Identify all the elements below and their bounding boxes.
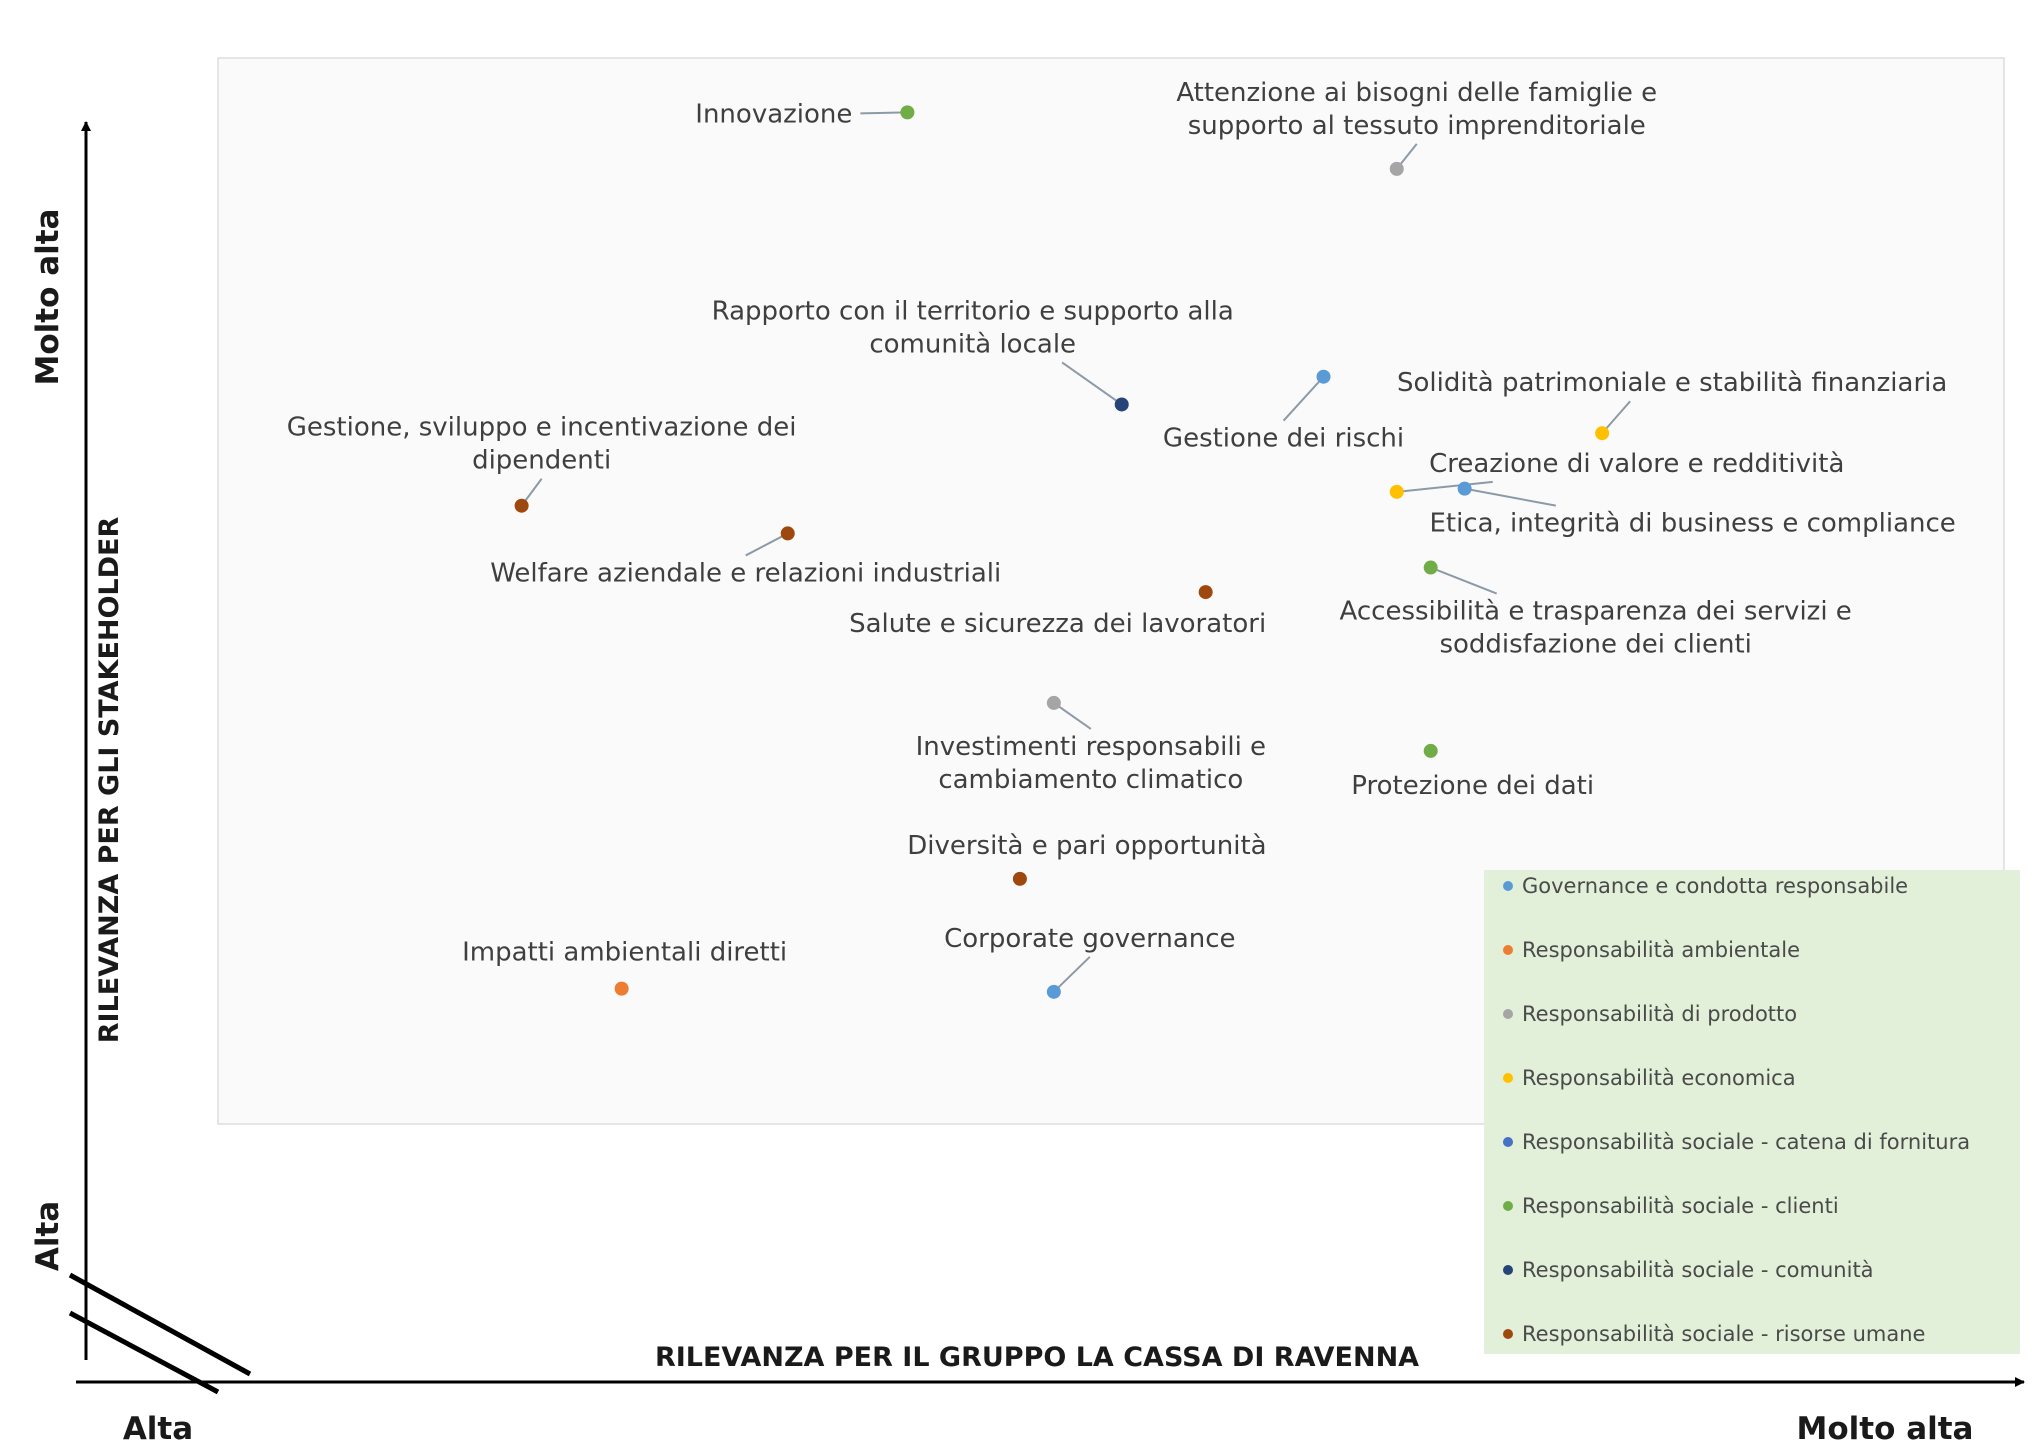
data-point-label-line: Attenzione ai bisogni delle famiglie e [1176,78,1657,108]
data-point-label-line: Corporate governance [944,924,1235,954]
data-point-label-line: Protezione dei dati [1351,771,1594,801]
legend-label: Governance e condotta responsabile [1522,874,1908,898]
data-point-label-line: comunità locale [869,329,1076,359]
data-point [514,498,529,513]
axis-break-mark [68,1272,252,1377]
data-point-label: Gestione dei rischi [1163,424,1404,454]
legend-marker [1503,945,1513,955]
data-point-label: Rapporto con il territorio e supporto al… [712,296,1234,359]
data-point-label: Impatti ambientali diretti [462,938,787,968]
leader-line [1053,702,1092,730]
data-point-label-line: Investimenti responsabili e [916,732,1266,762]
x-axis-title: RILEVANZA PER IL GRUPPO LA CASSA DI RAVE… [655,1342,1419,1373]
data-point-label: Innovazione [695,99,852,129]
legend-marker [1503,881,1513,891]
data-point-label-line: dipendenti [472,446,611,476]
data-point-label-line: Creazione di valore e redditività [1429,449,1844,479]
data-point [1423,743,1438,758]
y-tick-label-high: Molto alta [30,209,66,386]
data-point [1423,560,1438,575]
legend-label: Responsabilità di prodotto [1522,1002,1797,1026]
x-tick-label-high: Molto alta [1797,1411,1974,1447]
legend: Governance e condotta responsabileRespon… [1484,870,2020,1354]
data-point-label-line: Etica, integrità di business e complianc… [1429,509,1955,539]
data-point-label-line: Gestione dei rischi [1163,424,1404,454]
data-point-label: Corporate governance [944,924,1235,954]
data-point-label: Salute e sicurezza dei lavoratori [849,609,1266,639]
data-point-label-line: Gestione, sviluppo e incentivazione dei [287,413,797,443]
legend-box [1484,870,2020,1354]
data-point-label-line: supporto al tessuto imprenditoriale [1188,111,1646,141]
data-point-label-line: Diversità e pari opportunità [907,831,1266,861]
data-point-label-line: cambiamento climatico [938,765,1243,795]
leader-line [1430,566,1498,595]
legend-marker [1503,1073,1513,1083]
data-point-label-line: Accessibilità e trasparenza dei servizi … [1340,597,1852,627]
data-point [1316,369,1331,384]
data-point-label-line: soddisfazione dei clienti [1439,630,1751,660]
data-point [1595,426,1610,441]
leader-line [745,532,789,557]
legend-marker [1503,1137,1513,1147]
leader-line [1396,480,1493,493]
leader-line [1601,400,1631,434]
data-point [1457,481,1472,496]
legend-label: Responsabilità sociale - comunità [1522,1258,1874,1282]
data-point-label-line: Welfare aziendale e relazioni industrial… [490,558,1001,588]
axis-break-mark [68,1310,220,1395]
legend-label: Responsabilità ambientale [1522,938,1800,962]
leader-line [1053,956,1091,993]
data-point-label: Accessibilità e trasparenza dei servizi … [1340,597,1852,660]
data-point-label-line: Innovazione [695,99,852,129]
y-axis-title: RILEVANZA PER GLI STAKEHOLDER [94,517,125,1044]
legend-marker [1503,1201,1513,1211]
data-point [1389,484,1404,499]
data-point-label: Creazione di valore e redditività [1429,449,1844,479]
leader-line [1061,361,1123,406]
data-point [1012,871,1027,886]
data-point-label-line: Solidità patrimoniale e stabilità finanz… [1397,368,1947,398]
leader-line [1282,376,1325,422]
data-point-label-line: Salute e sicurezza dei lavoratori [849,609,1266,639]
data-point [1046,695,1061,710]
data-point-label-line: Rapporto con il territorio e supporto al… [712,296,1234,326]
data-point-label: Solidità patrimoniale e stabilità finanz… [1397,368,1947,398]
data-point-label: Etica, integrità di business e complianc… [1429,509,1955,539]
data-point [1114,397,1129,412]
y-tick-label-low: Alta [30,1201,66,1271]
legend-label: Responsabilità sociale - clienti [1522,1194,1839,1218]
data-point [1198,585,1213,600]
legend-marker [1503,1009,1513,1019]
x-tick-label-low: Alta [123,1411,193,1447]
data-point-label: Protezione dei dati [1351,771,1594,801]
data-point [900,105,915,120]
data-point-label: Diversità e pari opportunità [907,831,1266,861]
leader-line [1464,487,1557,507]
legend-marker [1503,1265,1513,1275]
data-point-label-line: Impatti ambientali diretti [462,938,787,968]
legend-label: Responsabilità economica [1522,1066,1796,1090]
data-point-label: Welfare aziendale e relazioni industrial… [490,558,1001,588]
legend-label: Responsabilità sociale - risorse umane [1522,1322,1925,1346]
data-point [614,981,629,996]
data-point [1389,161,1404,176]
legend-label: Responsabilità sociale - catena di forni… [1522,1130,1970,1154]
data-point [1046,984,1061,999]
leader-line [860,111,908,115]
data-point [780,526,795,541]
legend-marker [1503,1329,1513,1339]
